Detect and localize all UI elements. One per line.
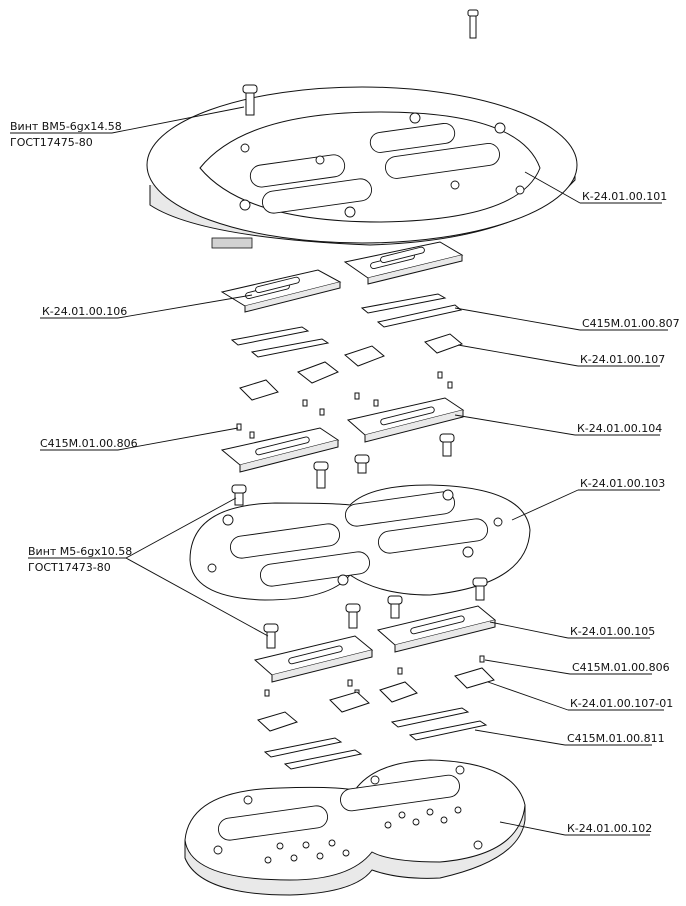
label-screw-top-1: Винт ВМ5-6gх14.58 [10,120,122,133]
reed-springs-107-01 [257,667,495,732]
top-screw [467,9,479,39]
reed-springs-107 [239,333,463,401]
leader-lines [10,106,668,836]
valve-plate-106-right [343,241,464,285]
gasket-strips-807 [230,293,463,358]
cover-plate-101 [146,86,578,249]
label-k105: К-24.01.00.105 [570,625,655,638]
label-k107-01: К-24.01.00.107-01 [570,697,673,710]
label-screw-mid-2: ГОСТ17473-80 [28,561,111,574]
label-k103: К-24.01.00.103 [580,477,665,490]
label-k101: К-24.01.00.101 [582,190,667,203]
gasket-strips-811 [263,707,488,770]
label-k106: К-24.01.00.106 [42,305,127,318]
screws-mid-upper [231,433,455,506]
valve-plate-102 [184,759,526,896]
dowel-pins [236,371,453,439]
clamp-bar-104-right [346,397,465,443]
label-c811: С415М.01.00.811 [567,732,665,745]
label-c806-left: С415М.01.00.806 [40,437,138,450]
clamp-bar-105-right [376,605,497,653]
clamp-bar-105-left [253,635,374,683]
gasket-103 [189,484,531,601]
label-screw-top-2: ГОСТ17475-80 [10,136,93,149]
label-k104: К-24.01.00.104 [577,422,662,435]
label-screw-mid-1: Винт М5-6gх10.58 [28,545,132,558]
screw-m5-x14 [242,84,258,116]
label-k102: К-24.01.00.102 [567,822,652,835]
label-c806-right: С415М.01.00.806 [572,661,670,674]
label-k107: К-24.01.00.107 [580,353,665,366]
screws-mid-lower [263,577,488,649]
clamp-bar-104-left [220,427,340,473]
label-c807: С415М.01.00.807 [582,317,680,330]
valve-plate-106-left [220,269,342,313]
